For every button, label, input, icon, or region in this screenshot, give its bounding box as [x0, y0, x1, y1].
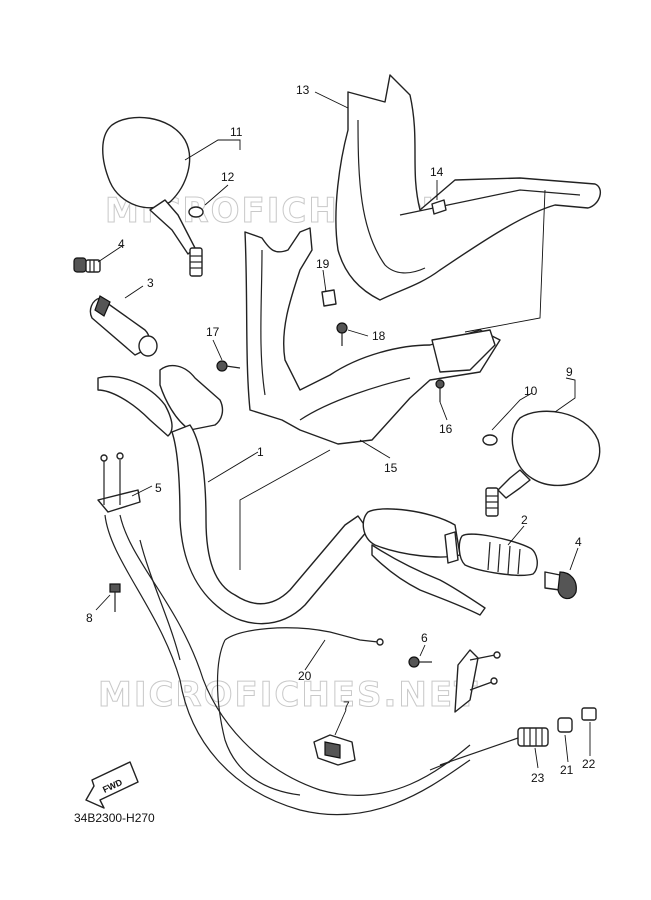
callout-23: 23 — [531, 771, 545, 785]
callout-5: 5 — [155, 481, 162, 495]
switch-7 — [313, 734, 356, 766]
cable-20 — [216, 627, 384, 796]
mirror-cap-12 — [188, 206, 204, 218]
callout-15: 15 — [384, 461, 398, 475]
cable-junction — [454, 649, 501, 713]
screw-17 — [216, 360, 241, 372]
grip-left — [89, 295, 158, 357]
callout-14: 14 — [430, 165, 444, 179]
screw-14 — [431, 199, 447, 215]
watermark-bottom: MICROFICHES.NET — [98, 675, 479, 715]
callout-20: 20 — [298, 669, 312, 683]
screw-8 — [109, 583, 121, 612]
handlebar-cover-rear — [244, 227, 501, 445]
callout-19: 19 — [316, 257, 330, 271]
callout-8: 8 — [86, 611, 93, 625]
callout-7: 7 — [343, 699, 350, 713]
clip-19 — [321, 289, 337, 307]
callout-2: 2 — [521, 513, 528, 527]
callout-18: 18 — [372, 329, 386, 343]
callout-11: 11 — [230, 125, 243, 139]
handlebar-cover-front — [335, 74, 602, 301]
mirror-cap-10 — [482, 434, 498, 446]
fwd-arrow: FWD — [85, 761, 139, 809]
screw-16 — [435, 379, 445, 402]
drawing-code: 34B2300-H270 — [74, 811, 155, 825]
callout-21: 21 — [560, 763, 574, 777]
bar-end-right — [544, 571, 577, 600]
callouts: 1 2 3 4 4 5 6 7 8 9 10 11 12 13 14 15 16… — [86, 83, 596, 785]
right-mirror — [485, 410, 601, 517]
handlebar — [97, 364, 486, 625]
callout-16: 16 — [439, 422, 453, 436]
screw-18 — [336, 322, 348, 346]
callout-17: 17 — [206, 325, 220, 339]
callout-10: 10 — [524, 384, 538, 398]
callout-1: 1 — [257, 445, 264, 459]
callout-12: 12 — [221, 170, 235, 184]
screw-6 — [408, 656, 432, 668]
callout-22: 22 — [582, 757, 596, 771]
part-21 — [557, 717, 573, 733]
spring-23 — [429, 727, 549, 771]
grip-right — [458, 533, 538, 576]
throttle-cable-assembly — [97, 452, 471, 816]
callout-4-right: 4 — [575, 535, 582, 549]
part-22 — [581, 707, 597, 721]
left-mirror — [102, 116, 203, 277]
callout-4-left: 4 — [118, 237, 125, 251]
callout-3: 3 — [147, 276, 154, 290]
bar-end-left — [73, 257, 101, 273]
leader-lines — [95, 91, 591, 769]
callout-13: 13 — [296, 83, 310, 97]
callout-6: 6 — [421, 631, 428, 645]
callout-9: 9 — [566, 365, 573, 379]
